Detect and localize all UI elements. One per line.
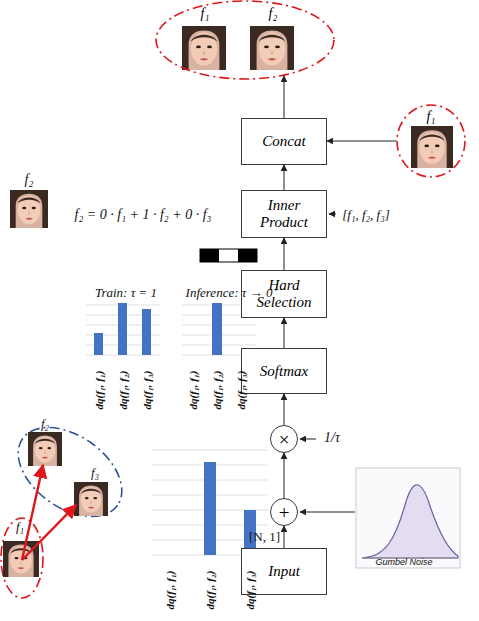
bars [94,303,151,355]
process-box: Inner Product [241,190,327,238]
flow-arrow [284,76,285,118]
node-label: × [279,430,290,449]
node-label: + [279,503,290,522]
node-label: f₁ [427,109,436,125]
axis-label: dq(f₁, f₂) [204,571,217,610]
axis-label: dq(f₁, f₃) [141,371,154,410]
axis-label: dq(f₁, f₁) [164,571,177,610]
operator-circle: + [270,498,298,526]
axis-label: dq(f₁, f₁) [187,371,200,410]
image-group: f₁ f₂ [155,0,335,80]
annotation-text: f₂ [25,172,34,188]
annotation-text: [f₁, f₂, f₃] [342,207,390,222]
node-label: Concat [262,133,305,150]
ellipse-outline [155,0,335,80]
face-image [182,26,226,70]
node-label: Input [268,563,300,580]
annotation-text: Inference: τ → 0⁺ [186,285,277,300]
annotation-text: Gumbel Noise [375,557,432,568]
annotation-text: f₂ = 0 · f₁ + 1 · f₂ + 0 · f₃ [75,207,212,223]
node-label: Inner Product [244,197,324,231]
axis-label: dq(f₁, f₃) [244,571,257,610]
gumbel-noise-plot [356,468,460,568]
bars [204,462,256,555]
face-graph [1,409,138,598]
flow-arrow [284,453,285,498]
flow-arrow [284,318,285,348]
one-hot-bar [200,249,257,262]
annotation-text: f₁ [16,519,24,534]
axis-label: dq(f₁, f₂) [211,371,224,410]
annotation-text: f₂ [41,416,49,431]
face-image [10,190,48,228]
bar [212,303,222,355]
input-arrow [300,512,355,513]
process-box: Concat [241,118,327,165]
face-image [250,26,294,70]
node-label: f₂ [269,6,278,22]
flow-arrow [327,141,396,142]
image-group: f₁ [396,104,466,178]
flow-arrow [284,394,285,425]
node-label: f₁ [201,6,210,22]
operator-circle: × [270,425,298,453]
axis-label: dq(f₁, f₂) [117,371,130,410]
annotation-text: 1/τ [324,430,340,446]
input-arrow [300,439,316,440]
flow-arrow [284,165,285,190]
flow-arrow [284,526,285,548]
annotation-text: f₃ [91,465,99,480]
axis-label: dq(f₁, f₃) [235,371,248,410]
process-box: Softmax [241,348,327,394]
axis-label: dq(f₁, f₁) [93,371,106,410]
input-arrow [329,214,336,215]
flow-arrow [284,238,285,270]
edge-label: [N, 1] [249,529,280,545]
annotation-text: Train: τ = 1 [95,285,157,300]
node-label: Softmax [260,363,308,380]
face-image [411,126,453,168]
